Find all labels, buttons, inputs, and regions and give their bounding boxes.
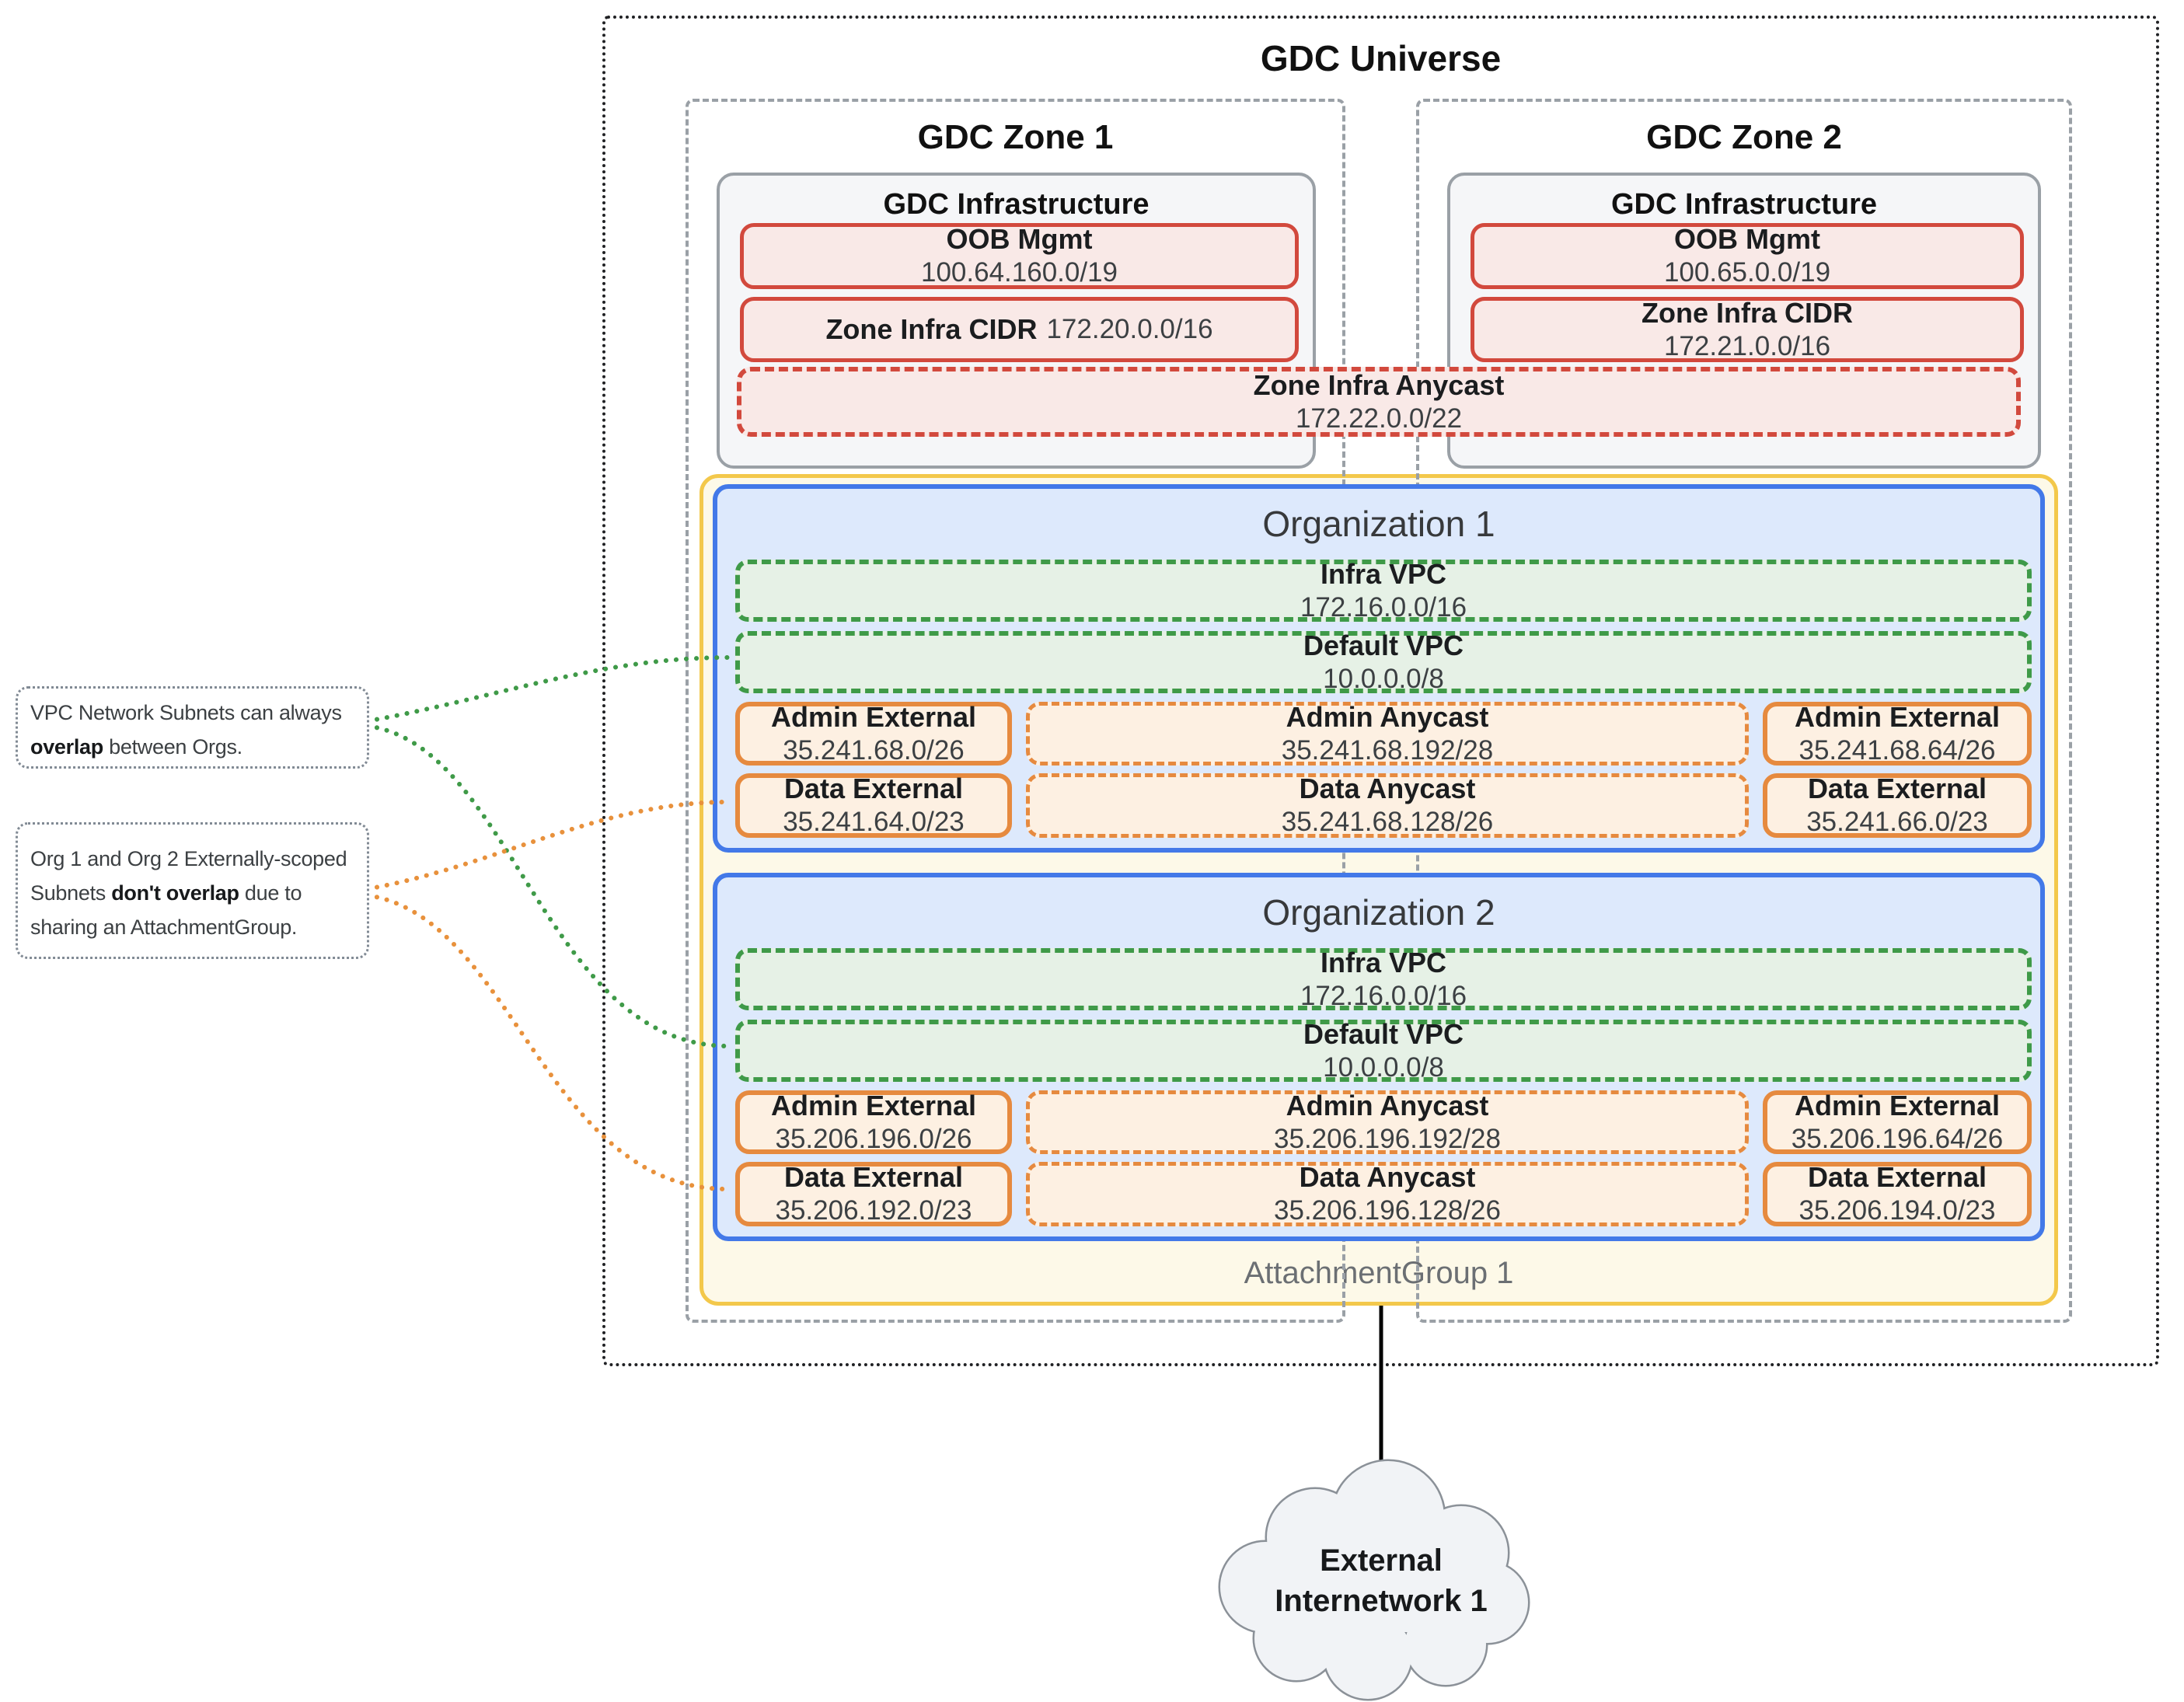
zone-2-infra-cidr-box: Zone Infra CIDR 172.21.0.0/16 — [1471, 297, 2024, 362]
annotation-line: Org 1 and Org 2 Externally-scoped — [30, 847, 347, 870]
zone-1-infrastructure-title: GDC Infrastructure — [883, 188, 1150, 221]
admin-external-cidr: 35.241.68.0/26 — [783, 734, 965, 766]
admin-external-label: Admin External — [770, 700, 977, 733]
default-vpc-label: Default VPC — [1303, 1017, 1464, 1050]
oob-mgmt-label: OOB Mgmt — [1674, 223, 1820, 256]
zone-infra-cidr-label: Zone Infra CIDR — [825, 313, 1038, 346]
annotation-line: VPC Network Subnets can always — [30, 701, 342, 724]
data-external-label: Data External — [1807, 773, 1987, 805]
gdc-zone-1-title: GDC Zone 1 — [917, 118, 1114, 156]
infra-vpc-cidr: 172.16.0.0/16 — [1300, 591, 1467, 623]
default-vpc-cidr: 10.0.0.0/8 — [1323, 1052, 1444, 1083]
annotation-text: between Orgs. — [103, 735, 242, 759]
external-internetwork-label: External Internetwork 1 — [1237, 1540, 1525, 1621]
organization-1-title: Organization 1 — [1262, 504, 1495, 544]
infra-vpc-label: Infra VPC — [1320, 946, 1447, 978]
data-external-label: Data External — [1807, 1161, 1987, 1194]
data-anycast-cidr: 35.206.196.128/26 — [1274, 1195, 1501, 1226]
attachment-group-label: AttachmentGroup 1 — [1244, 1256, 1514, 1290]
zone-2-oob-mgmt-box: OOB Mgmt 100.65.0.0/19 — [1471, 223, 2024, 289]
zone-infra-cidr-value: 172.20.0.0/16 — [1046, 313, 1213, 344]
zone-2-infrastructure-title: GDC Infrastructure — [1610, 188, 1878, 221]
zone-1-oob-mgmt-box: OOB Mgmt 100.64.160.0/19 — [740, 223, 1299, 289]
data-anycast-label: Data Anycast — [1299, 1161, 1476, 1194]
annotation-text: due to — [239, 881, 302, 905]
annotation-bold-text: don't overlap — [111, 881, 239, 905]
annotation-vpc-overlap: VPC Network Subnets can always overlap b… — [16, 686, 369, 769]
data-external-cidr: 35.241.64.0/23 — [783, 807, 965, 838]
infra-vpc-cidr: 172.16.0.0/16 — [1300, 980, 1467, 1011]
data-external-label: Data External — [783, 773, 964, 805]
gdc-zone-2-title: GDC Zone 2 — [1646, 118, 1842, 156]
organization-2-box: Organization 2 Infra VPC 172.16.0.0/16 D… — [713, 873, 2045, 1241]
admin-external-cidr: 35.206.196.64/26 — [1791, 1123, 2004, 1154]
org-1-admin-external-right-box: Admin External 35.241.68.64/26 — [1763, 702, 2032, 766]
data-external-cidr: 35.241.66.0/23 — [1806, 807, 1988, 838]
admin-external-cidr: 35.206.196.0/26 — [775, 1123, 972, 1154]
org-1-default-vpc-box: Default VPC 10.0.0.0/8 — [735, 629, 2032, 694]
external-internetwork-line2: Internetwork 1 — [1275, 1584, 1488, 1618]
zone-1-infra-cidr-box: Zone Infra CIDR 172.20.0.0/16 — [740, 297, 1299, 362]
org-2-data-external-right-box: Data External 35.206.194.0/23 — [1763, 1162, 2032, 1226]
admin-external-label: Admin External — [770, 1089, 977, 1121]
annotation-text: Subnets — [30, 881, 112, 905]
default-vpc-label: Default VPC — [1303, 629, 1464, 661]
oob-mgmt-label: OOB Mgmt — [946, 223, 1093, 256]
org-1-data-external-right-box: Data External 35.241.66.0/23 — [1763, 773, 2032, 838]
org-1-admin-external-left-box: Admin External 35.241.68.0/26 — [735, 702, 1012, 766]
infra-vpc-label: Infra VPC — [1320, 557, 1447, 590]
data-external-cidr: 35.206.192.0/23 — [775, 1195, 972, 1226]
external-internetwork-line1: External — [1320, 1543, 1443, 1578]
zone-infra-anycast-box: Zone Infra Anycast 172.22.0.0/22 — [737, 367, 2021, 437]
data-external-label: Data External — [783, 1161, 964, 1194]
org-2-data-external-left-box: Data External 35.206.192.0/23 — [735, 1162, 1012, 1226]
org-2-admin-external-left-box: Admin External 35.206.196.0/26 — [735, 1090, 1012, 1154]
admin-external-cidr: 35.241.68.64/26 — [1798, 734, 1996, 766]
organization-2-title: Organization 2 — [1262, 892, 1495, 933]
org-2-default-vpc-box: Default VPC 10.0.0.0/8 — [735, 1017, 2032, 1083]
org-2-admin-anycast-box: Admin Anycast 35.206.196.192/28 — [1026, 1090, 1749, 1154]
oob-mgmt-cidr: 100.65.0.0/19 — [1663, 257, 1831, 288]
annotation-bold-text: overlap — [30, 735, 103, 759]
zone-infra-cidr-label: Zone Infra CIDR — [1641, 296, 1853, 329]
admin-external-label: Admin External — [1794, 1089, 2001, 1121]
gdc-universe-title: GDC Universe — [1260, 38, 1502, 78]
org-1-data-external-left-box: Data External 35.241.64.0/23 — [735, 773, 1012, 838]
admin-anycast-cidr: 35.241.68.192/28 — [1281, 734, 1494, 766]
annotation-line: Subnets don't overlap due to — [30, 876, 367, 910]
annotation-line: overlap between Orgs. — [30, 730, 367, 764]
admin-anycast-cidr: 35.206.196.192/28 — [1274, 1123, 1501, 1154]
annotation-no-overlap: Org 1 and Org 2 Externally-scoped Subnet… — [16, 822, 369, 959]
zone-infra-cidr-value: 172.21.0.0/16 — [1663, 330, 1831, 361]
admin-external-label: Admin External — [1794, 700, 2001, 733]
org-1-admin-anycast-box: Admin Anycast 35.241.68.192/28 — [1026, 702, 1749, 766]
org-2-admin-external-right-box: Admin External 35.206.196.64/26 — [1763, 1090, 2032, 1154]
org-1-data-anycast-box: Data Anycast 35.241.68.128/26 — [1026, 773, 1749, 838]
zone-infra-anycast-label: Zone Infra Anycast — [1253, 368, 1505, 401]
data-external-cidr: 35.206.194.0/23 — [1798, 1195, 1996, 1226]
data-anycast-label: Data Anycast — [1299, 773, 1476, 805]
admin-anycast-label: Admin Anycast — [1286, 1089, 1489, 1121]
data-anycast-cidr: 35.241.68.128/26 — [1281, 807, 1494, 838]
annotation-line: sharing an AttachmentGroup. — [30, 916, 298, 939]
org-2-infra-vpc-box: Infra VPC 172.16.0.0/16 — [735, 946, 2032, 1011]
organization-1-box: Organization 1 Infra VPC 172.16.0.0/16 D… — [713, 484, 2045, 853]
org-2-data-anycast-box: Data Anycast 35.206.196.128/26 — [1026, 1162, 1749, 1226]
zone-infra-anycast-cidr: 172.22.0.0/22 — [1295, 403, 1463, 434]
oob-mgmt-cidr: 100.64.160.0/19 — [920, 257, 1118, 288]
admin-anycast-label: Admin Anycast — [1286, 700, 1489, 733]
default-vpc-cidr: 10.0.0.0/8 — [1323, 663, 1444, 694]
org-1-infra-vpc-box: Infra VPC 172.16.0.0/16 — [735, 557, 2032, 623]
